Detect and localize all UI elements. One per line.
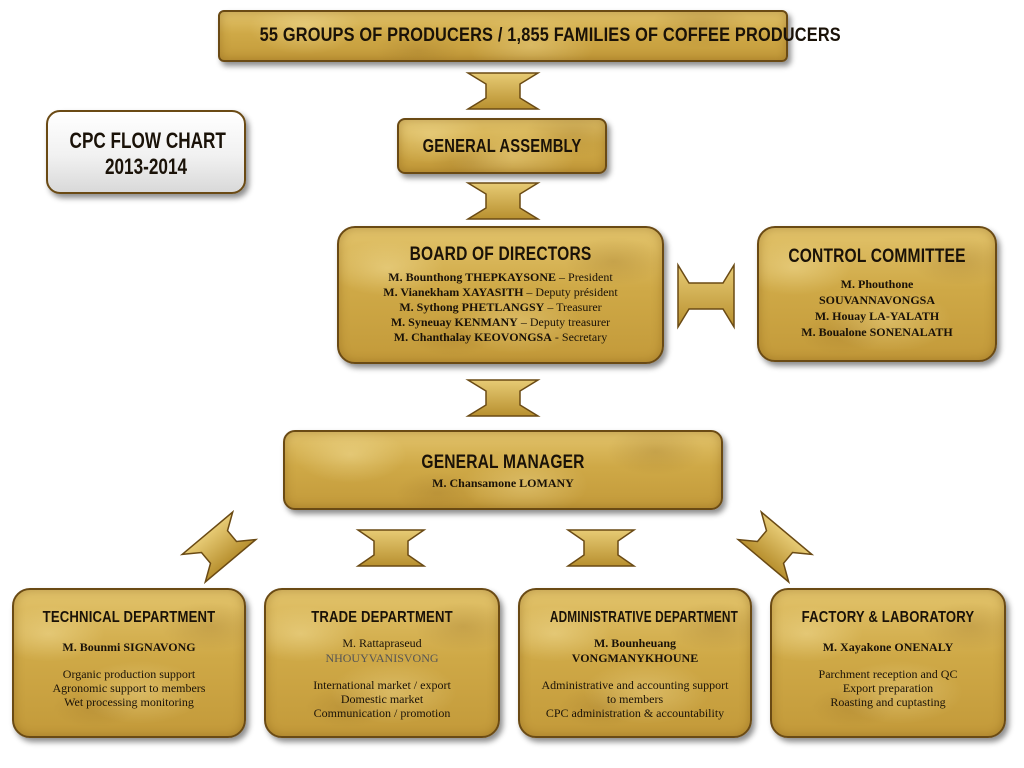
double-arrow-icon [465,72,541,110]
board-member: M. Sythong PHETLANGSY – Treasurer [399,300,602,314]
department-head: M. Bounmi SIGNAVONG [62,640,196,654]
control-member-line: M. Houay LA-YALATH [814,309,940,323]
cpc-label-box: CPC FLOW CHART 2013-2014 [46,110,246,194]
double-arrow-icon [465,182,541,220]
board-members: M. Bounthong THEPKAYSONE – President M. … [339,270,662,345]
double-arrow-icon [355,529,427,567]
department-title: TECHNICAL DEPARTMENT [42,609,216,626]
department-duties: International market / export Domestic m… [313,678,451,720]
general-assembly-box: GENERAL ASSEMBLY [397,118,607,174]
department-duties: Parchment reception and QC Export prepar… [818,667,958,709]
general-manager-title: GENERAL MANAGER [421,452,585,473]
control-committee-members: M. Phouthone SOUVANNAVONGSA M. Houay LA-… [759,276,995,340]
double-arrow-icon [565,529,637,567]
technical-department-box: TECHNICAL DEPARTMENT M. Bounmi SIGNAVONG… [12,588,246,738]
control-member-line: SOUVANNAVONGSA [818,293,935,307]
double-arrow-icon [179,509,259,585]
general-manager-box: GENERAL MANAGER M. Chansamone LOMANY [283,430,723,510]
department-duties: Organic production support Agronomic sup… [52,667,206,709]
board-member: M. Vianekham XAYASITH – Deputy président [383,285,618,299]
cpc-label-title: CPC FLOW CHART [69,128,226,153]
department-head: M. Bounheuang VONGMANYKHOUNE [571,636,699,665]
control-committee-box: CONTROL COMMITTEE M. Phouthone SOUVANNAV… [757,226,997,362]
general-assembly-title: GENERAL ASSEMBLY [422,136,582,156]
double-arrow-icon [677,262,735,330]
control-member-line: M. Phouthone [840,277,914,291]
control-member-line: M. Boualone SONENALATH [801,325,953,339]
trade-department-box: TRADE DEPARTMENT M. Rattapraseud NHOUYVA… [264,588,500,738]
control-committee-title: CONTROL COMMITTEE [788,246,966,267]
board-of-directors-box: BOARD OF DIRECTORS M. Bounthong THEPKAYS… [337,226,664,364]
double-arrow-icon [465,379,541,417]
double-arrow-icon [735,509,815,585]
board-member: M. Chanthalay KEOVONGSA - Secretary [393,330,608,344]
cpc-label-year: 2013-2014 [104,154,188,179]
department-duties: Administrative and accounting support to… [541,678,729,720]
general-manager-name: M. Chansamone LOMANY [432,476,574,490]
administrative-department-box: ADMINISTRATIVE DEPARTMENT M. Bounheuang … [518,588,752,738]
board-title: BOARD OF DIRECTORS [409,244,592,265]
department-head: M. Rattapraseud NHOUYVANISVONG [325,636,439,665]
department-head: M. Xayakone ONENALY [822,640,954,654]
producers-title: 55 GROUPS OF PRODUCERS / 1,855 FAMILIES … [259,25,841,46]
department-title: FACTORY & LABORATORY [801,609,975,626]
department-title: TRADE DEPARTMENT [311,609,453,626]
factory-laboratory-box: FACTORY & LABORATORY M. Xayakone ONENALY… [770,588,1006,738]
board-member: M. Bounthong THEPKAYSONE – President [388,270,613,284]
department-title: ADMINISTRATIVE DEPARTMENT [549,609,738,626]
producers-box: 55 GROUPS OF PRODUCERS / 1,855 FAMILIES … [218,10,841,62]
board-member: M. Syneuay KENMANY – Deputy treasurer [390,315,611,329]
